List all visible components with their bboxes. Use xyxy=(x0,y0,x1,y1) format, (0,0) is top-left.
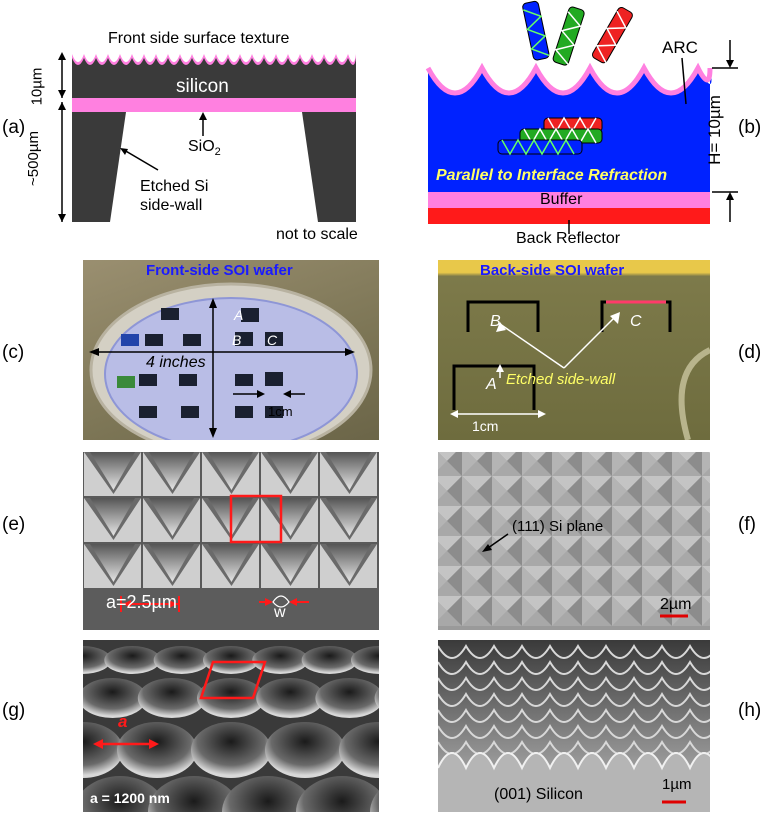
panel-b-buffer-label: Buffer xyxy=(540,191,583,208)
panel-c-photo xyxy=(83,260,379,440)
panel-d-letter-b: B xyxy=(490,313,501,330)
panel-e-width: w xyxy=(274,604,286,621)
panel-a-thickness-top: 10µm xyxy=(28,67,46,106)
panel-label-a: (a) xyxy=(2,117,26,138)
panel-g-photo xyxy=(83,640,379,812)
panel-a-scale-note: not to scale xyxy=(276,226,358,243)
panel-d-letter-a: A xyxy=(486,376,497,393)
panel-a-sidewall-label-1: Etched Si xyxy=(140,178,209,195)
panel-label-e: (e) xyxy=(2,514,26,535)
panel-c-letter-a: A xyxy=(234,307,244,323)
panel-c-title: Front-side SOI wafer xyxy=(146,262,293,279)
panel-c-diameter: 4 inches xyxy=(146,354,206,371)
panel-h-photo xyxy=(438,640,710,812)
panel-label-c: (c) xyxy=(2,342,25,363)
panel-label-b: (b) xyxy=(738,117,762,138)
panel-f-plane-label: (111) Si plane xyxy=(512,518,604,535)
panel-label-g: (g) xyxy=(2,700,26,721)
panel-label-h: (h) xyxy=(738,700,762,721)
panel-a-sidewall-label-2: side-wall xyxy=(140,197,203,214)
panel-g-period-text: a = 1200 nm xyxy=(90,790,170,806)
panel-h-scale: 1µm xyxy=(662,776,692,793)
panel-label-f: (f) xyxy=(738,514,756,535)
panel-e-period: a=2.5µm xyxy=(106,592,177,612)
panel-h-material: (001) Silicon xyxy=(494,786,583,803)
panel-label-d: (d) xyxy=(738,342,762,363)
panel-a-silicon-label: silicon xyxy=(176,76,229,97)
panel-b-diagram xyxy=(425,0,738,234)
panel-d-title: Back-side SOI wafer xyxy=(480,262,625,279)
panel-a-diagram xyxy=(58,52,356,222)
panel-c-size: 1cm xyxy=(268,404,293,419)
panel-b-arc-label: ARC xyxy=(662,38,698,57)
panel-d-letter-c: C xyxy=(630,313,642,330)
panel-c-letter-b: B xyxy=(232,332,242,348)
panel-b-refraction-label: Parallel to Interface Refraction xyxy=(436,167,668,184)
panel-a-title: Front side surface texture xyxy=(108,30,290,47)
panel-b-reflector-label: Back Reflector xyxy=(516,230,621,247)
panel-f-photo xyxy=(438,452,710,630)
panel-e-photo xyxy=(83,452,379,630)
panel-d-size: 1cm xyxy=(472,418,499,434)
panel-c-letter-c: C xyxy=(267,332,278,348)
panel-d-photo xyxy=(438,260,710,440)
panel-a-thickness-bottom: ~500µm xyxy=(24,131,42,186)
panel-a-sio2-label: SiO2 xyxy=(188,138,221,159)
panel-b-height-label: H= 10µm xyxy=(704,95,724,165)
panel-f-scale: 2µm xyxy=(660,596,692,613)
panel-d-sidewall-label: Etched side-wall xyxy=(506,371,616,388)
panel-g-period-label: a xyxy=(118,712,128,731)
